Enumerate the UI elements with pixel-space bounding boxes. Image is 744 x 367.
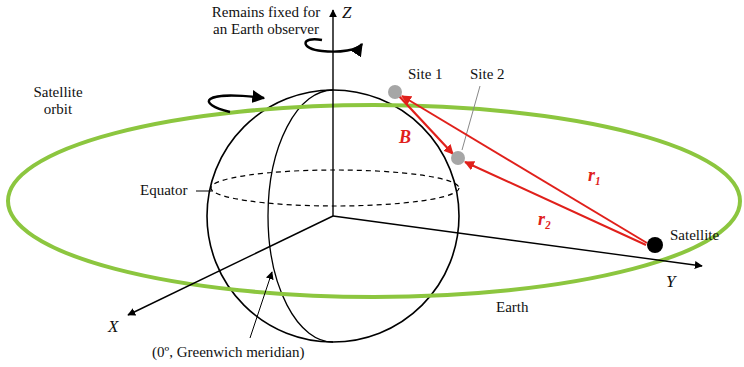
orbit-label: Satellite orbit [18, 84, 98, 117]
equator-label: Equator [140, 182, 187, 199]
vector-arrow [402, 96, 647, 243]
vector-arrow [398, 95, 453, 154]
vector-label: r₁ [588, 166, 601, 186]
leader-line [196, 191, 213, 192]
axis-label: Z [342, 4, 351, 23]
vector-label: r₂ [538, 210, 551, 230]
site-dot [451, 151, 465, 165]
equator-line [211, 170, 459, 206]
meridian-label: (0º, Greenwich meridian) [152, 344, 305, 361]
axis-label: Y [666, 273, 675, 292]
vector-arrow [465, 162, 646, 245]
y-axis [333, 216, 702, 266]
meridian-line [268, 90, 333, 342]
site-label: Site 1 [408, 66, 443, 83]
rotation-arrow [209, 96, 264, 112]
site-label: Site 2 [470, 66, 505, 83]
z-axis [332, 10, 333, 216]
site-dot [388, 85, 402, 99]
x-axis [128, 216, 333, 315]
satellite-label: Satellite [670, 227, 719, 244]
orbit-ellipse [8, 105, 740, 297]
vector-label: B [399, 128, 411, 148]
leader-line [250, 272, 272, 338]
rotation-arrow [306, 39, 363, 51]
satellite-dot [647, 237, 663, 253]
axis-label: X [108, 318, 118, 337]
earth-label: Earth [496, 299, 528, 316]
note-label: Remains fixed for an Earth observer [208, 4, 324, 37]
